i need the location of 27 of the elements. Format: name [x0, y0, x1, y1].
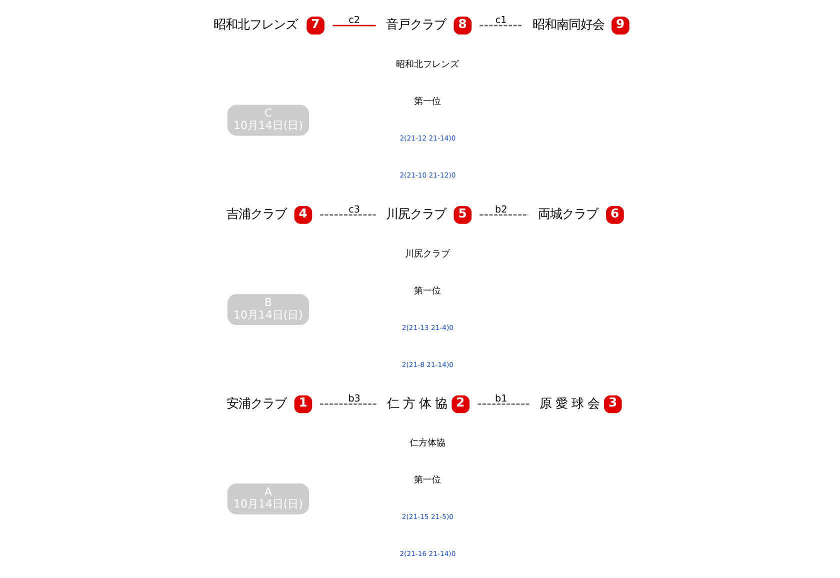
edge-label: b1 [494, 394, 507, 405]
connector [479, 214, 528, 216]
node-label: 昭和南同好会 [532, 18, 604, 32]
label: 第一位 [414, 97, 441, 108]
connector [320, 214, 376, 216]
label: 第一位 [414, 476, 441, 486]
connector [332, 24, 376, 26]
edge-label: c3 [348, 204, 360, 216]
node-label: 川尻クラブ [385, 206, 446, 221]
label: 仁方体協 [409, 438, 446, 449]
label: 第一位 [414, 286, 441, 296]
node-label: 昭和北フレンズ [212, 18, 297, 32]
edge-label: b3 [348, 394, 360, 405]
label: 川尻クラブ [404, 249, 450, 260]
node-label: 仁 方 体 協 [386, 396, 446, 410]
node-label: 安浦クラブ [226, 396, 286, 410]
connector [320, 404, 377, 405]
edge-label: c1 [494, 14, 506, 26]
node-label: 吉浦クラブ [226, 206, 286, 221]
label: 昭和北フレンズ [396, 60, 459, 70]
node-label: 音戸クラブ [385, 18, 446, 32]
connector [479, 24, 522, 26]
connector [477, 404, 530, 405]
edge-label: b2 [494, 204, 507, 216]
edge-label: c2 [348, 14, 360, 26]
node-label: 両城クラブ [538, 206, 598, 221]
node-label: 原 愛 球 会 [539, 396, 599, 410]
